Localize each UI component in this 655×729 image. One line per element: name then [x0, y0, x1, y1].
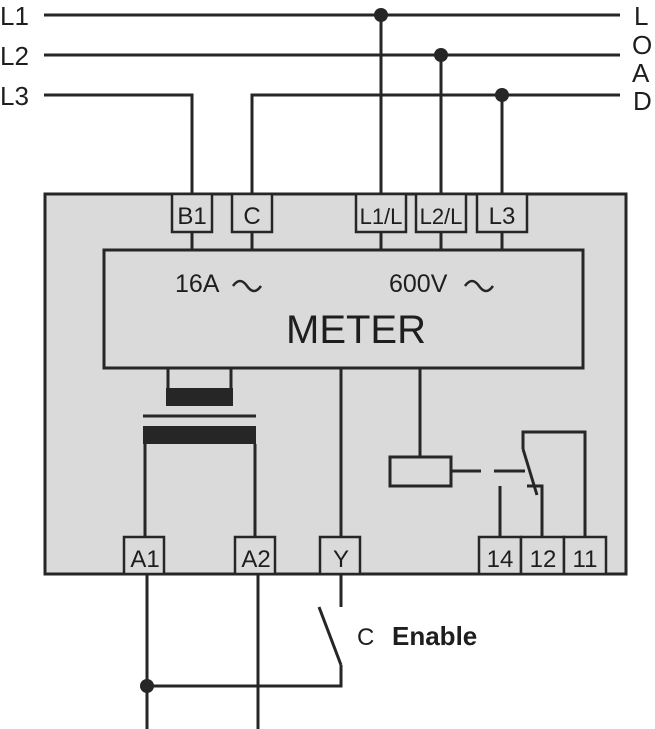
terminal-y: Y: [318, 535, 362, 576]
junction-dot-a1: [140, 679, 154, 693]
meter-block: [102, 248, 585, 370]
meter-title: METER: [286, 308, 426, 352]
ct-core-upper: [166, 388, 233, 406]
terminal-a1: A1: [122, 535, 166, 576]
line-label-l2: L2: [0, 41, 29, 71]
terminal-12-label: 12: [530, 546, 557, 573]
relay-coil: [388, 455, 453, 488]
terminal-l1l: L1/L: [354, 192, 408, 234]
terminal-l3-label: L3: [489, 203, 516, 230]
voltage-rating: 600V: [389, 270, 448, 298]
terminal-a1-label: A1: [130, 546, 159, 573]
load-label-letter-2: O: [632, 30, 652, 60]
enable-return-wire: [147, 665, 343, 688]
enable-label: Enable: [392, 621, 477, 651]
terminal-l3: L3: [475, 192, 529, 234]
supply-line-l3-to-b1: [44, 93, 194, 200]
junction-dot-l2: [434, 48, 448, 62]
terminal-c-label: C: [243, 203, 260, 230]
load-label-letter-1: L: [634, 1, 648, 31]
terminal-b1: B1: [170, 192, 214, 234]
terminal-b1-label: B1: [177, 203, 206, 230]
relay-switch-blade: [521, 448, 539, 496]
terminal-a2-label: A2: [241, 546, 270, 573]
ct-core-lower: [143, 426, 256, 444]
ac-symbol-current-icon: [231, 279, 263, 293]
enable-switch-blade: [317, 606, 343, 666]
terminal-a2: A2: [233, 535, 277, 576]
junction-dot-l3: [495, 88, 509, 102]
terminal-12: 12: [519, 535, 566, 576]
terminal-11: 11: [562, 535, 608, 576]
supply-line-l3-load-to-c: [250, 93, 620, 200]
terminal-11-label: 11: [573, 546, 598, 573]
contact-11-wire: [521, 430, 587, 537]
terminal-y-label: Y: [333, 546, 349, 573]
contact-12-wire: [527, 484, 544, 537]
junction-dot-l1: [374, 8, 388, 22]
terminal-l2l: L2/L: [414, 192, 468, 234]
line-label-l3: L3: [0, 81, 29, 111]
current-rating: 16A: [175, 270, 220, 298]
enable-contact-label: C: [357, 624, 374, 651]
ac-symbol-voltage-icon: [463, 279, 495, 293]
terminal-14: 14: [477, 535, 523, 576]
line-label-l1: L1: [0, 1, 29, 31]
terminal-l1l-label: L1/L: [360, 204, 403, 229]
load-label-letter-3: A: [632, 58, 650, 88]
load-label-letter-4: D: [633, 86, 652, 116]
terminal-c: C: [230, 192, 274, 234]
terminal-l2l-label: L2/L: [420, 204, 463, 229]
terminal-14-label: 14: [487, 546, 514, 573]
